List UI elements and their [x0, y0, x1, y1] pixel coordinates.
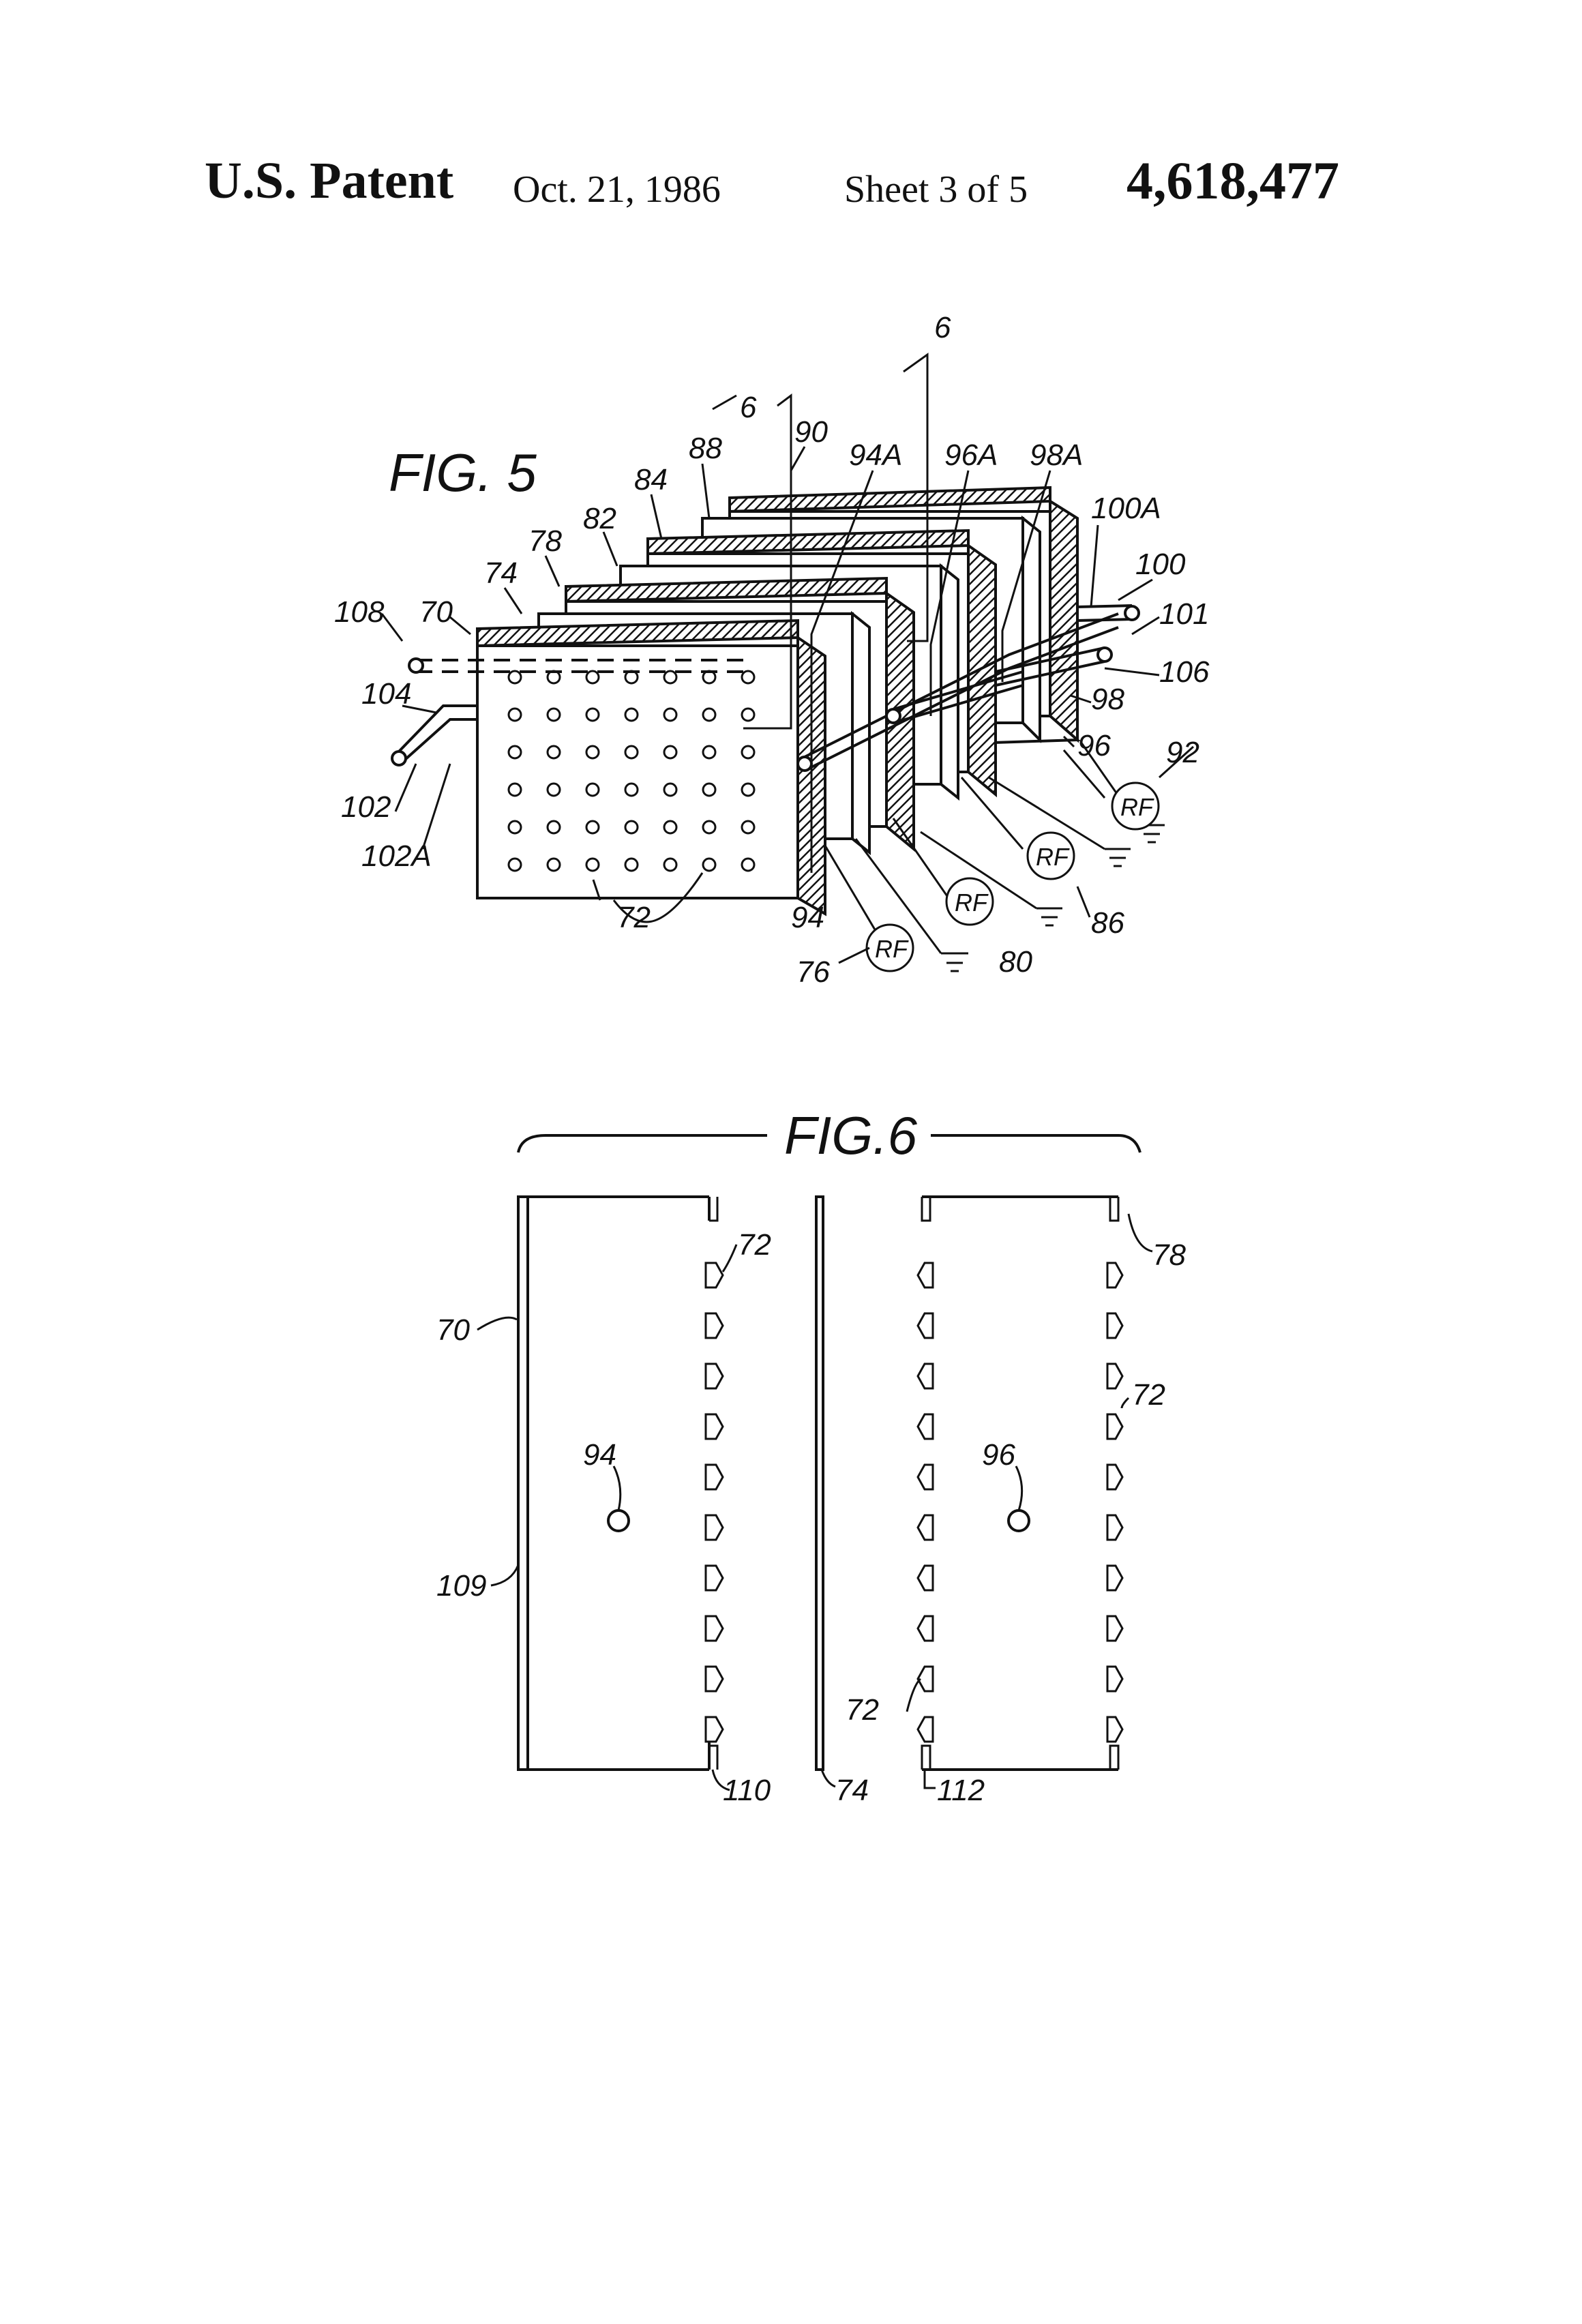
label-98: 98: [1091, 683, 1124, 716]
label-90: 90: [794, 415, 828, 449]
label-88: 88: [689, 432, 722, 465]
label-102: 102: [341, 790, 391, 824]
label-72: 72: [617, 901, 651, 934]
label-100A: 100A: [1091, 492, 1161, 525]
label-106: 106: [1159, 655, 1210, 689]
label-74: 74: [484, 556, 518, 590]
label-96: 96: [1077, 729, 1111, 762]
fig6-label-78: 78: [1152, 1238, 1186, 1272]
label-82: 82: [583, 502, 616, 535]
label-102A: 102A: [361, 839, 432, 873]
label-100: 100: [1135, 548, 1186, 581]
label-94A: 94A: [849, 438, 902, 472]
label-108: 108: [334, 595, 385, 629]
electrode-70: [518, 1197, 723, 1770]
label-96A: 96A: [944, 438, 998, 472]
rf-label-76: RF: [875, 935, 909, 963]
fig6-label-109: 109: [436, 1569, 486, 1603]
fig6-label-110: 110: [723, 1774, 771, 1807]
fig6-label-94: 94: [583, 1438, 616, 1472]
label-98A: 98A: [1030, 438, 1083, 472]
fig6-title: FIG.6: [784, 1105, 918, 1165]
fig6-label-112: 112: [937, 1774, 985, 1807]
label-78: 78: [528, 524, 562, 558]
holes-right-electrode: [918, 1197, 1122, 1770]
label-92: 92: [1166, 736, 1199, 769]
fig6-label-74: 74: [835, 1774, 869, 1807]
fig6-label-72-bottom: 72: [846, 1693, 879, 1727]
fig6-label-96: 96: [982, 1438, 1015, 1472]
gas-inlet-94: [608, 1510, 629, 1531]
section-mark-6-left: 6: [740, 391, 757, 424]
label-70: 70: [419, 595, 453, 629]
dielectric-74: [816, 1197, 823, 1770]
holes-left-electrode: [706, 1197, 723, 1770]
label-94: 94: [791, 901, 824, 934]
label-101: 101: [1159, 597, 1209, 631]
fig6-label-72-top: 72: [738, 1228, 771, 1262]
fig5-title: FIG. 5: [389, 443, 537, 503]
label-86: 86: [1091, 906, 1124, 940]
fig6-drawing: [477, 1135, 1152, 1790]
fig6-bracket-right: [931, 1135, 1140, 1152]
fig6-bracket-left: [518, 1135, 767, 1152]
rf-label-86: RF: [1036, 843, 1070, 871]
plate-70-front: [477, 621, 825, 914]
label-80: 80: [999, 945, 1032, 979]
electrode-78: [918, 1197, 1122, 1770]
section-mark-6-top: 6: [934, 311, 951, 344]
label-84: 84: [634, 463, 668, 496]
label-76: 76: [796, 955, 830, 989]
gas-inlet-96: [1009, 1510, 1029, 1531]
rf-label-92: RF: [1120, 793, 1154, 821]
rf-label-80: RF: [955, 889, 989, 917]
fig6-label-70: 70: [436, 1313, 470, 1347]
fig6-label-72-right: 72: [1132, 1378, 1165, 1412]
